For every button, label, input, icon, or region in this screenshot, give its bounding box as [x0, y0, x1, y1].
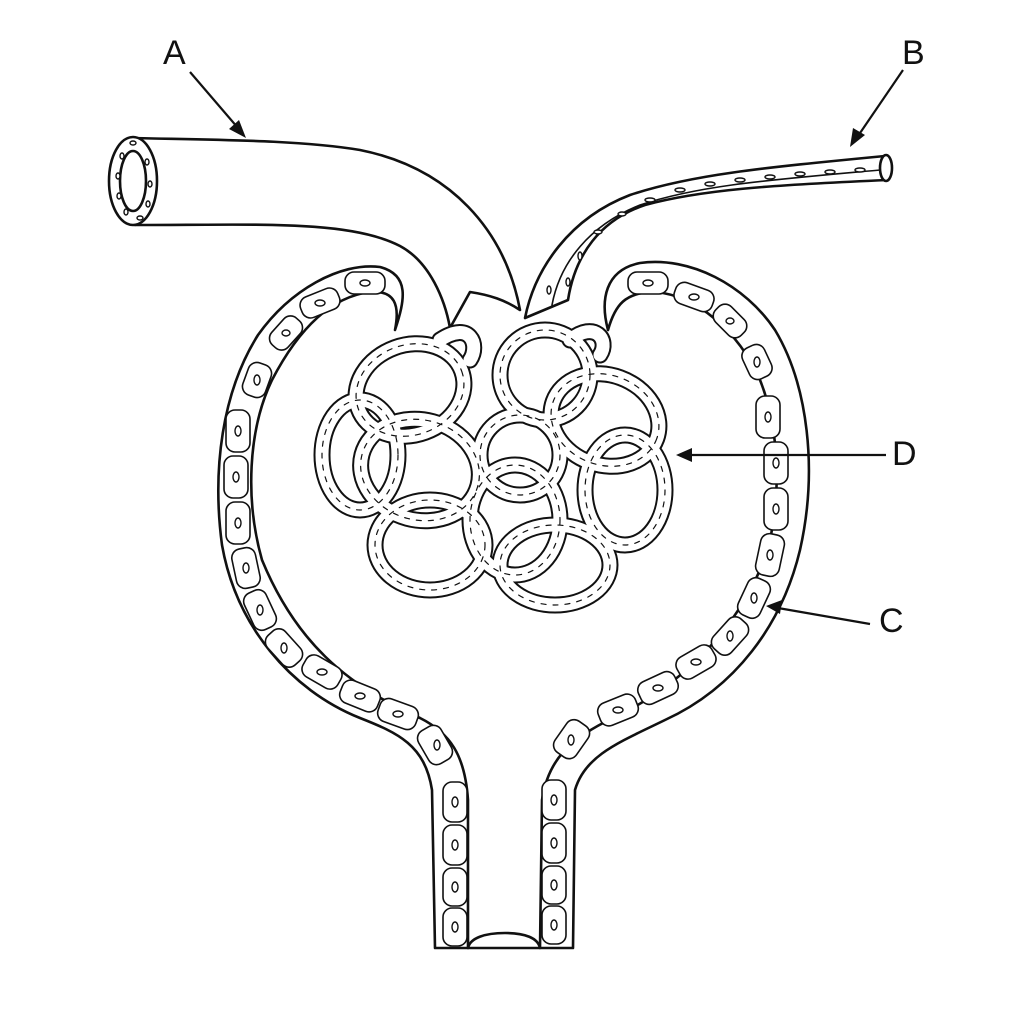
label-b: B [902, 34, 925, 72]
arrow-d [676, 448, 886, 462]
glomerulus-loops-detail [321, 329, 666, 606]
capsule-wall [217, 260, 811, 950]
label-a: A [163, 34, 186, 72]
capsule-cells-left [223, 271, 468, 947]
vessel-b-wall-cells [546, 167, 866, 295]
label-d: D [892, 435, 917, 473]
arrow-c [766, 600, 871, 626]
capsule-cells-right [541, 271, 789, 945]
arrow-a [189, 71, 246, 138]
glomerulus [313, 321, 674, 614]
arrow-b [850, 69, 904, 147]
vessel-a [107, 135, 522, 330]
label-c: C [879, 602, 904, 640]
vessel-a-wall-nuclei [115, 140, 153, 221]
vessel-b [523, 153, 894, 320]
